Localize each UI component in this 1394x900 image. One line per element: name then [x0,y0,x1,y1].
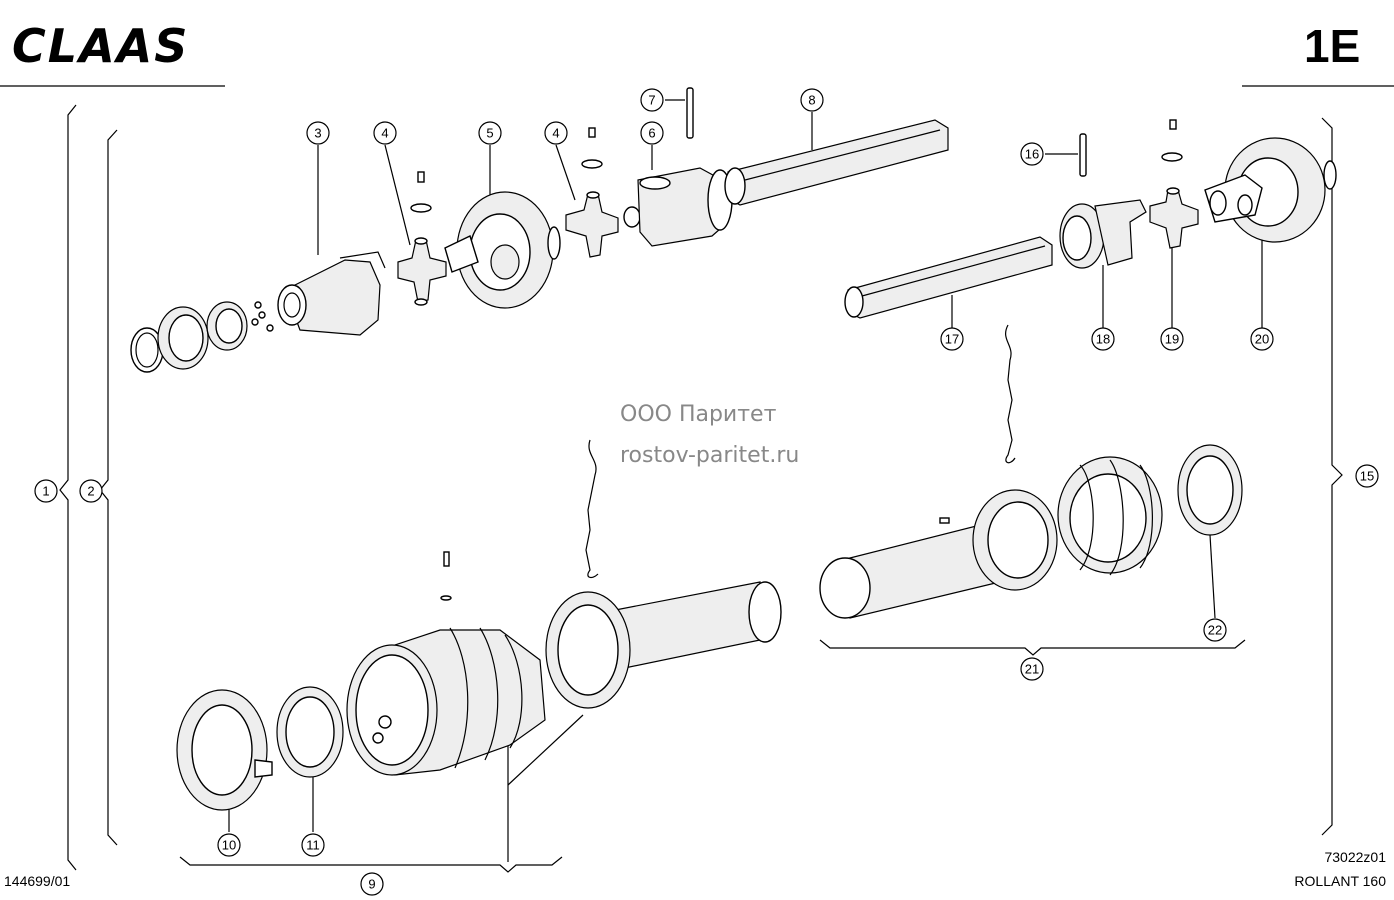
callout-circle [306,121,330,145]
screw-right [939,517,950,524]
callout-circle [640,88,664,112]
grease-nipple-right [1161,119,1183,162]
screw-left [440,551,452,601]
yoke-part-6 [623,167,733,247]
callout-label: 19 [1165,332,1179,347]
grease-nipple-middle [581,127,603,169]
callout-label: 20 [1255,332,1269,347]
callout-circle [640,121,664,145]
watermark-website: rostov-paritet.ru [620,443,799,468]
figure-id: 73022z01 [1324,849,1386,865]
cross-journal-middle [565,191,619,258]
yoke-part-18 [1059,199,1147,269]
clutch-part-5 [444,191,561,309]
guard-cone-part-9 [346,627,546,776]
circlip-ring [130,327,164,373]
leader-lines [228,99,1263,862]
callout-circle [544,121,568,145]
callout-group: 1 2 3 4 5 4 6 7 8 9 10 11 15 16 17 18 19 20 21 22 [34,88,1379,896]
callout-circle [217,833,241,857]
bearing-ring-part-11 [276,686,344,778]
bearing-ring-outer [157,306,209,370]
callout-label: 15 [1360,469,1374,484]
callout-circle [1203,618,1227,642]
callout-circle [34,479,58,503]
bearing-ring-part-10 [176,689,273,811]
callout-circle [360,872,384,896]
cross-journal-left [397,237,447,306]
guard-tube-right [819,489,1058,619]
model-name: ROLLANT 160 [1294,873,1386,889]
callout-label: 9 [368,877,375,892]
callout-label: 10 [222,838,236,853]
callout-label: 4 [552,126,559,141]
callout-circle [940,327,964,351]
callout-circle [800,88,824,112]
bearing-ring-inner [206,301,248,351]
callout-label: 17 [945,332,959,347]
callout-label: 2 [87,484,94,499]
callout-label: 7 [648,93,655,108]
bearing-ring-part-22 [1177,444,1243,536]
callout-circle [1020,142,1044,166]
callout-label: 18 [1096,332,1110,347]
yoke-part-3 [277,251,386,336]
callout-circle [301,833,325,857]
callout-circle [373,121,397,145]
pin-part-7 [686,87,694,139]
callout-circle [1091,327,1115,351]
callout-circle [1355,464,1379,488]
page-code: 1E [1304,20,1360,72]
profile-tube-part-17 [844,236,1053,319]
drawing-number: 144699/01 [4,873,70,889]
callout-label: 8 [808,93,815,108]
guard-tube-left [545,581,782,709]
callout-label: 21 [1025,662,1039,677]
callout-circle [1020,657,1044,681]
callout-label: 16 [1025,147,1039,162]
profile-tube-part-8 [724,119,949,206]
callout-circle [1160,327,1184,351]
bracket-1 [59,104,77,871]
callout-circle [79,479,103,503]
cross-journal-right [1149,187,1199,249]
clutch-part-20 [1204,137,1337,243]
callout-label: 11 [306,838,320,853]
bracket-15 [1321,117,1343,836]
callout-label: 3 [314,126,321,141]
callout-label: 1 [42,484,49,499]
callout-label: 4 [381,126,388,141]
callout-circle [1250,327,1274,351]
bracket-9 [179,856,563,873]
callout-circle [478,121,502,145]
bracket-2 [99,129,118,846]
callout-label: 6 [648,126,655,141]
pin-part-16 [1079,133,1087,177]
callout-label: 5 [486,126,493,141]
balls [251,301,274,332]
grease-nipple-left [410,171,432,213]
chain-right [1005,324,1016,464]
bracket-21 [819,639,1246,656]
chain-left [585,439,599,579]
guard-bellows-right [1057,456,1163,576]
watermark-company: ООО Паритет [620,402,777,427]
callout-label: 22 [1208,623,1222,638]
brand-logo: CLAAS [12,19,189,73]
